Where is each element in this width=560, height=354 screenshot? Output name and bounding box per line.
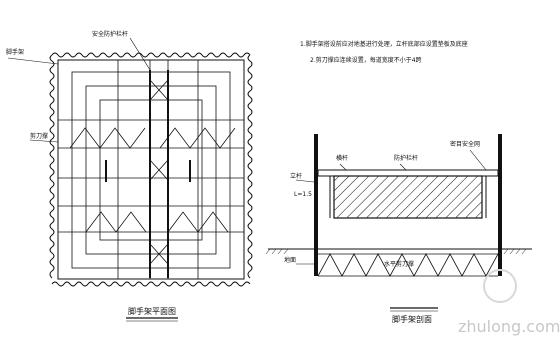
plan-label-left-mid: 剪刀撑 [30, 132, 48, 140]
section-left-post [314, 134, 318, 276]
section-note-2: 2.剪刀撑应连续设置，每道宽度不小于4跨 [310, 56, 422, 64]
section-label-ground: 地面 [284, 256, 296, 264]
plan-outer-frame [57, 59, 245, 280]
plan-top-wavy-edge [51, 52, 251, 58]
watermark-text: zhulong.com [458, 317, 560, 336]
plan-view: 安全防护栏杆 脚手架 剪刀撑 脚手架平面图 [6, 30, 253, 322]
plan-title: 脚手架平面图 [128, 306, 176, 316]
section-hatched-block [333, 175, 483, 219]
section-label-beam-left: 横杆 [336, 154, 348, 162]
section-label-beam-right: 密目安全网 [450, 140, 480, 148]
section-label-side-mid: L=1.5 [294, 191, 312, 198]
section-bottom-truss [317, 253, 499, 277]
plan-bottom-wavy-edge [51, 281, 251, 287]
section-note-1: 1.脚手架搭设前应对地基进行处理，立杆底部应设置垫板及底座 [300, 40, 468, 48]
plan-leaders [7, 37, 151, 143]
section-view: 1.脚手架搭设前应对地基进行处理，立杆底部应设置垫板及底座 2.剪刀撑应连续设置… [265, 40, 532, 324]
plan-label-left-top: 脚手架 [6, 48, 24, 56]
section-label-beam-mid: 防护栏杆 [394, 154, 418, 162]
plan-label-top: 安全防护栏杆 [92, 30, 128, 38]
section-title: 脚手架剖面 [392, 314, 432, 324]
plan-center-bars [105, 70, 191, 278]
plan-left-wavy-edge [49, 54, 55, 279]
section-label-side-top: 立杆 [290, 172, 302, 180]
section-top-beam [317, 169, 499, 177]
section-hangers [329, 176, 487, 218]
watermark-logo-icon [483, 269, 517, 303]
section-label-bottom-truss: 水平剪刀撑 [384, 260, 414, 268]
section-leaders [295, 149, 487, 265]
plan-diagonal-braces [69, 79, 236, 265]
section-ground-hatch [265, 248, 527, 255]
section-right-post [498, 134, 502, 276]
watermark: zhulong.com [458, 269, 560, 336]
plan-right-wavy-edge [247, 54, 253, 279]
